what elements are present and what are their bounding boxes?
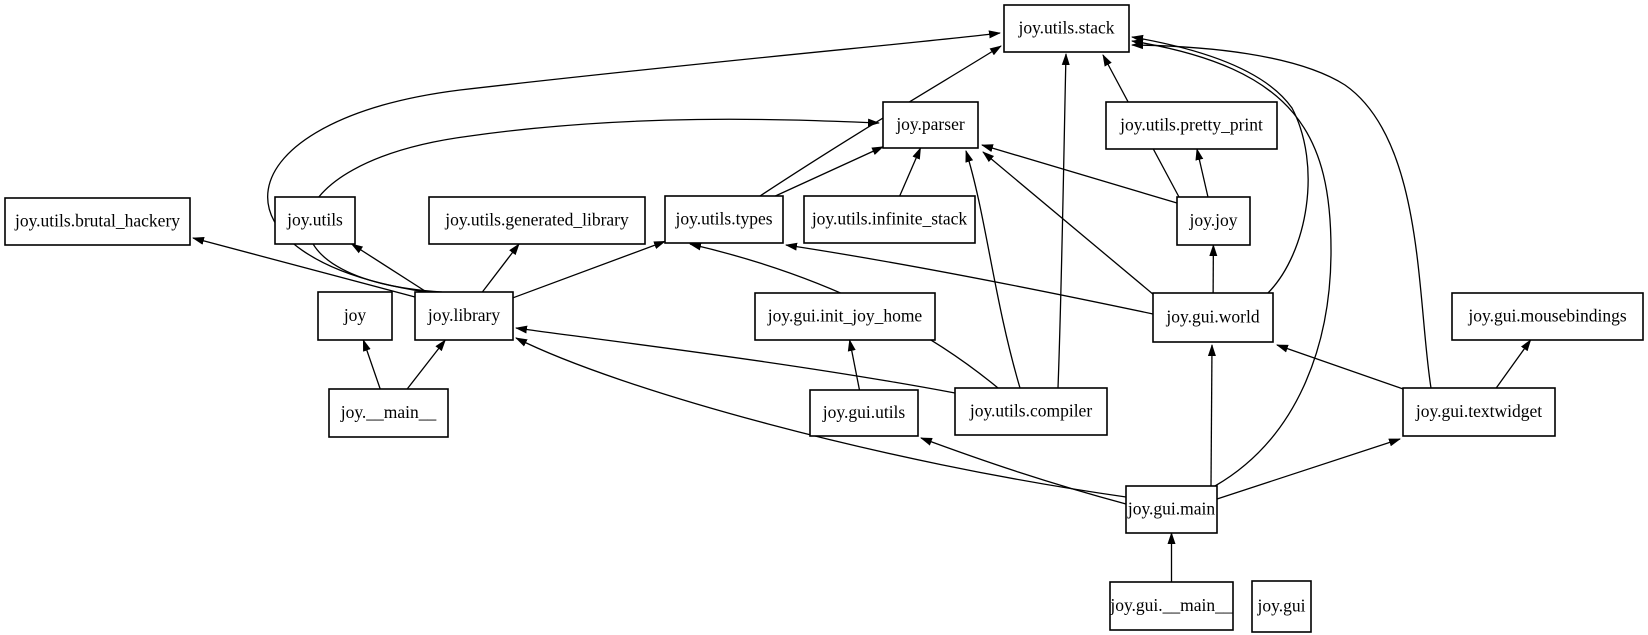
- node-infinite-stack: joy.utils.infinite_stack: [803, 195, 976, 244]
- edge-joy_joy-to-parser: [981, 144, 1178, 204]
- node-box-init-joy-home: [754, 292, 936, 341]
- node-box-utils-stack: [1003, 4, 1130, 53]
- node-label-gui-main-main: joy.gui.__main__: [1109, 595, 1233, 615]
- node-label-parser: joy.parser: [895, 114, 965, 134]
- edge-gui_utils-to-init_joy_home: [847, 339, 861, 391]
- node-box-brutal-hackery: [4, 197, 191, 246]
- node-utils-stack: joy.utils.stack: [1003, 4, 1130, 53]
- node-label-utils-stack: joy.utils.stack: [1017, 18, 1114, 38]
- edge-gui_main-to-world: [1207, 344, 1216, 487]
- edge-compiler-to-utils_stack: [1057, 53, 1070, 389]
- edge-types-to-parser: [775, 146, 884, 197]
- node-box-library: [414, 291, 514, 341]
- edge-library-to-utils: [350, 243, 427, 293]
- node-label-infinite-stack: joy.utils.infinite_stack: [811, 209, 968, 229]
- node-init-joy-home: joy.gui.init_joy_home: [754, 292, 936, 341]
- node-types: joy.utils.types: [664, 195, 784, 244]
- node-box-gui: [1251, 580, 1312, 633]
- node-label-textwidget: joy.gui.textwidget: [1415, 401, 1542, 421]
- node-box-infinite-stack: [803, 195, 976, 244]
- node-label-joy-joy: joy.joy: [1189, 210, 1238, 230]
- node-box-pretty-print: [1105, 101, 1278, 150]
- node-world: joy.gui.world: [1152, 292, 1274, 343]
- edge-compiler-to-parser: [965, 150, 1021, 389]
- node-box-gui-main: [1125, 485, 1218, 534]
- node-library: joy.library: [414, 291, 514, 341]
- edge-world-to-utils_stack: [1131, 34, 1309, 294]
- node-gui-main: joy.gui.main: [1125, 485, 1218, 534]
- node-label-generated-library: joy.utils.generated_library: [444, 210, 629, 230]
- edge-compiler-to-library: [515, 325, 956, 394]
- node-mousebindings: joy.gui.mousebindings: [1451, 292, 1644, 341]
- node-label-types: joy.utils.types: [674, 209, 772, 229]
- node-joy-main: joy.__main__: [328, 388, 449, 438]
- edge-gui_main-to-gui_utils: [920, 437, 1127, 505]
- node-box-world: [1152, 292, 1274, 343]
- node-gui: joy.gui: [1251, 580, 1312, 633]
- edge-textwidget-to-world: [1276, 344, 1407, 391]
- node-gui-main-main: joy.gui.__main__: [1109, 581, 1234, 631]
- edge-joy_joy-to-pretty_print: [1195, 148, 1209, 198]
- node-gui-utils: joy.gui.utils: [809, 389, 919, 437]
- edge-gui_main-to-library: [515, 337, 1127, 498]
- node-box-compiler: [954, 387, 1108, 436]
- edge-textwidget-to-utils_stack: [1131, 41, 1432, 389]
- node-box-types: [664, 195, 784, 244]
- node-textwidget: joy.gui.textwidget: [1402, 387, 1556, 437]
- node-box-gui-utils: [809, 389, 919, 437]
- nodes-layer: joy.utils.stack joy.parser joy.utils.prett…: [4, 4, 1644, 633]
- node-box-utils: [274, 196, 356, 245]
- edge-library-to-types: [512, 240, 666, 299]
- node-label-gui-main: joy.gui.main: [1127, 499, 1216, 519]
- node-box-joy-joy: [1176, 196, 1251, 246]
- node-joy: joy: [317, 291, 393, 341]
- node-label-joy: joy: [343, 305, 367, 325]
- edge-joy_main-to-library: [406, 339, 446, 390]
- node-parser: joy.parser: [882, 101, 979, 149]
- node-compiler: joy.utils.compiler: [954, 387, 1108, 436]
- edge-library-to-parser: [307, 118, 880, 293]
- node-label-utils: joy.utils: [286, 210, 343, 230]
- node-box-joy: [317, 291, 393, 341]
- edge-gui_main-to-textwidget: [1216, 438, 1401, 500]
- node-label-brutal-hackery: joy.utils.brutal_hackery: [14, 211, 180, 231]
- node-box-gui-main-main: [1109, 581, 1234, 631]
- node-box-textwidget: [1402, 387, 1556, 437]
- node-label-gui-utils: joy.gui.utils: [822, 402, 906, 422]
- node-label-init-joy-home: joy.gui.init_joy_home: [767, 306, 923, 326]
- node-label-world: joy.gui.world: [1165, 307, 1259, 327]
- node-generated-library: joy.utils.generated_library: [428, 196, 646, 245]
- node-utils: joy.utils: [274, 196, 356, 245]
- edge-gui_main-to-utils_stack: [1131, 38, 1332, 487]
- edge-textwidget-to-mousebindings: [1495, 339, 1532, 389]
- edge-infinite_stack-to-parser: [899, 147, 922, 197]
- edge-library-to-generated_library: [481, 243, 520, 293]
- node-label-compiler: joy.utils.compiler: [969, 401, 1092, 421]
- node-label-library: joy.library: [427, 305, 500, 325]
- edge-library-to-brutal_hackery: [192, 236, 416, 298]
- node-label-mousebindings: joy.gui.mousebindings: [1467, 306, 1627, 326]
- node-box-parser: [882, 101, 979, 149]
- edge-joy_main-to-joy: [362, 339, 381, 390]
- node-label-joy-main: joy.__main__: [340, 402, 437, 422]
- node-box-mousebindings: [1451, 292, 1644, 341]
- node-label-pretty-print: joy.utils.pretty_print: [1119, 115, 1263, 135]
- edge-world-to-parser: [982, 151, 1155, 296]
- node-label-gui: joy.gui: [1257, 596, 1306, 616]
- node-joy-joy: joy.joy: [1176, 196, 1251, 246]
- node-brutal-hackery: joy.utils.brutal_hackery: [4, 197, 191, 246]
- node-pretty-print: joy.utils.pretty_print: [1105, 101, 1278, 150]
- node-box-joy-main: [328, 388, 449, 438]
- edge-world-to-types: [785, 242, 1154, 315]
- node-box-generated-library: [428, 196, 646, 245]
